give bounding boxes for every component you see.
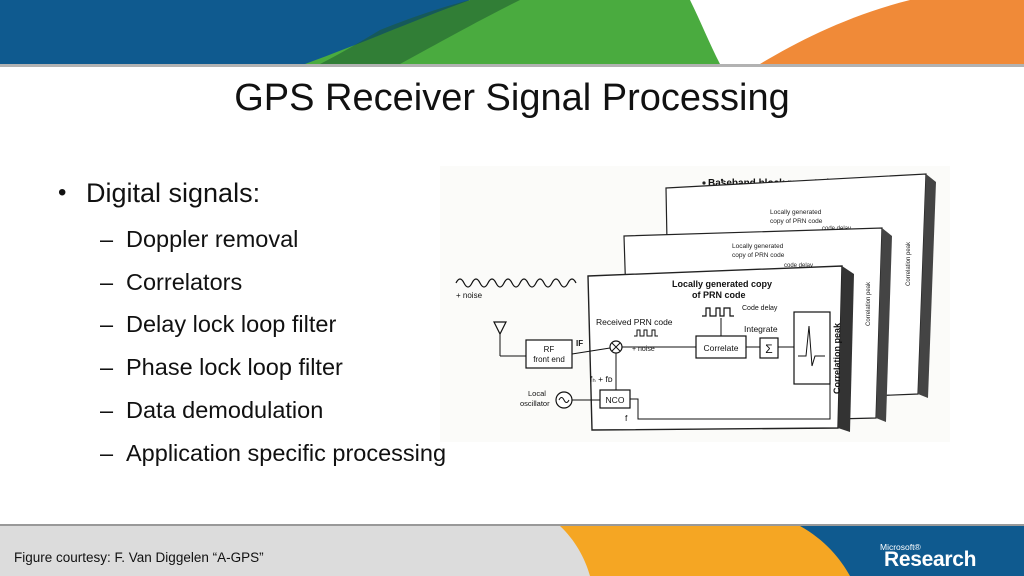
- research-wordmark: Research: [884, 548, 977, 571]
- footer-band: [0, 526, 1024, 576]
- svg-text:copy of PRN code: copy of PRN code: [732, 252, 785, 259]
- svg-text:Code delay: Code delay: [742, 305, 778, 312]
- bullet-dot: •: [58, 179, 67, 206]
- sum-symbol: Σ: [765, 342, 772, 356]
- local-oscillator-label: Local: [528, 389, 546, 398]
- front-channel-panel: Locally generated copy of PRN code Code …: [587, 265, 854, 432]
- top-banner: [0, 0, 1024, 68]
- svg-text:IF: IF: [576, 339, 583, 348]
- nco-box: NCO: [606, 395, 625, 405]
- svg-text:+ noise: + noise: [456, 291, 483, 300]
- bullet-digital-signals: • Digital signals:: [58, 172, 528, 214]
- svg-text:Locally generated: Locally generated: [770, 209, 822, 216]
- svg-text:Correlation peak: Correlation peak: [906, 241, 912, 286]
- svg-text:front end: front end: [533, 355, 565, 364]
- svg-text:Locally generated copy: Locally generated copy: [672, 279, 772, 289]
- svg-text:oscillator: oscillator: [520, 399, 550, 408]
- correlation-peak-label: Correlation peak: [832, 322, 842, 394]
- svg-text:copy of PRN code: copy of PRN code: [770, 218, 823, 225]
- svg-text:fₕ + fᴅ: fₕ + fᴅ: [590, 374, 613, 384]
- gps-receiver-diagram: Baseband block repeated once per channel…: [440, 166, 950, 442]
- banner-divider: [0, 64, 1024, 67]
- rf-front-end: RF: [544, 345, 555, 354]
- sub-bullet-item: –Doppler removal: [100, 225, 299, 252]
- microsoft-wordmark: Microsoft®: [880, 542, 921, 552]
- correlate-box: Correlate: [704, 343, 739, 353]
- svg-text:f: f: [625, 413, 628, 423]
- svg-text:Received PRN code: Received PRN code: [596, 317, 673, 327]
- svg-text:Correlation peak: Correlation peak: [866, 281, 872, 326]
- svg-text:Locally generated: Locally generated: [732, 243, 784, 250]
- microsoft-research-logo: Microsoft® Research: [874, 542, 1004, 572]
- footer-divider: [0, 524, 1024, 527]
- sub-bullet-item: –Data demodulation: [100, 397, 324, 424]
- svg-text:Integrate: Integrate: [744, 324, 778, 334]
- sub-bullet-item: –Application specific processing: [100, 439, 447, 466]
- slide-title: GPS Receiver Signal Processing: [234, 77, 790, 119]
- sub-bullet-item: –Phase lock loop filter: [100, 354, 343, 381]
- svg-text:+ noise: + noise: [632, 346, 655, 353]
- sub-bullet-item: –Delay lock loop filter: [100, 311, 337, 338]
- svg-text:code delay: code delay: [784, 263, 813, 269]
- sub-bullet-item: –Correlators: [100, 268, 243, 295]
- bullet-list: • Digital signals: –Doppler removal –Cor…: [58, 172, 528, 475]
- svg-text:of PRN code: of PRN code: [692, 290, 746, 300]
- sub-bullet-list: –Doppler removal –Correlators –Delay loc…: [100, 218, 528, 475]
- bullet-label: Digital signals:: [86, 177, 261, 208]
- figure-caption: Figure courtesy: F. Van Diggelen “A-GPS”: [14, 550, 264, 565]
